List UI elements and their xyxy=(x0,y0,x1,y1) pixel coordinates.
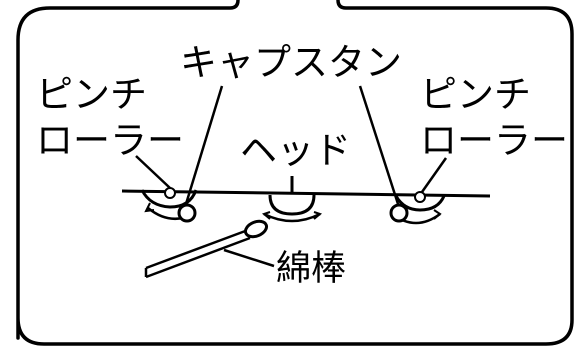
pinch-roller-left-label-line1: ピンチ xyxy=(36,73,147,116)
right-capstan xyxy=(389,203,409,223)
left-capstan xyxy=(177,203,197,223)
pinch-roller-left-label-line2: ローラー xyxy=(36,119,184,162)
pinch-roller-right-label-line1: ピンチ xyxy=(420,73,531,116)
head-component xyxy=(261,176,323,223)
leader-pinch-left xyxy=(135,155,171,189)
leader-swab xyxy=(223,248,275,268)
pinch-roller-right-label-line2: ローラー xyxy=(420,119,568,162)
device-outline xyxy=(16,0,574,346)
leader-pinch-right xyxy=(420,157,448,193)
tape-line xyxy=(121,189,491,198)
head-label: ヘッド xyxy=(240,129,351,172)
cotton-swab-label: 綿棒 xyxy=(276,249,347,289)
leader-capstan-left xyxy=(184,85,224,205)
cotton-swab xyxy=(144,219,269,279)
capstan-label: キャプスタン xyxy=(180,41,402,84)
leader-capstan-right xyxy=(358,85,400,205)
